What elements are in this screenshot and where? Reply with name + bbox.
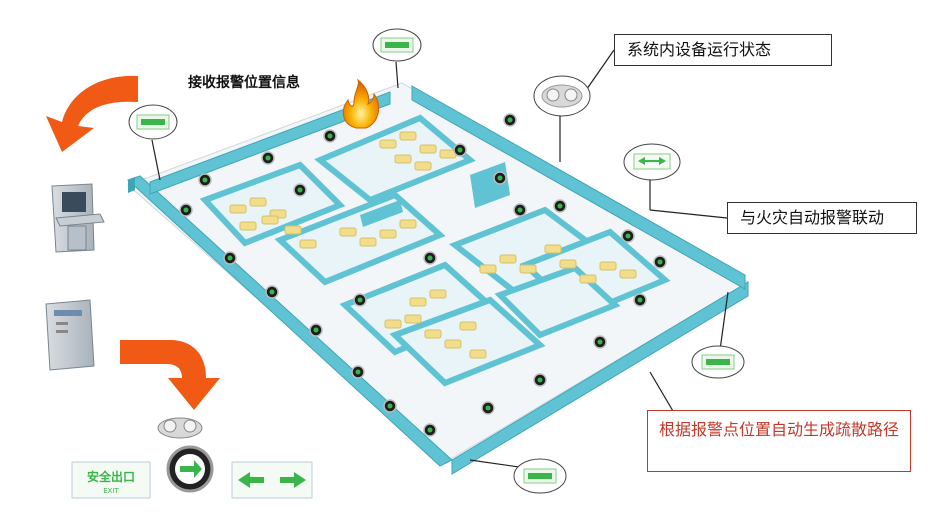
floor-indicator-dot [183,207,189,213]
floor-indicator-dot [387,403,393,409]
desk [239,221,257,231]
exit-sign-label: 安全出口 [87,469,135,484]
floor-indicator-dot [427,255,433,261]
floor-indicator-dot [269,289,275,295]
floor-indicator-dot [597,339,603,345]
wall-back-right [411,85,746,290]
computer-terminal-icon [51,183,105,253]
desk [379,139,397,149]
desk [499,254,517,264]
exit-sign-icon: 安全出口 EXIT [71,461,151,499]
desk [479,264,497,274]
desk [261,215,279,225]
floor-indicator-dot [327,133,333,139]
route-generation-label: 根据报警点位置自动生成疏散路径 [647,410,911,472]
arrow-top-left [46,75,138,152]
arrow-bottom-left [120,340,220,410]
system-status-label: 系统内设备运行状态 [614,34,832,66]
desk-group [229,131,637,359]
desk [229,204,247,214]
desk [284,225,302,235]
floor-indicator-dot [357,297,363,303]
floor-indicator-dot [517,207,523,213]
desk [424,329,442,339]
desk [444,339,462,349]
floor-indicator-dot [313,327,319,333]
desk [359,237,377,247]
desk [399,219,417,229]
callout-lamp [533,75,591,117]
desk [429,289,447,299]
wall-back-left [149,91,391,195]
floor-indicator-dot [537,377,543,383]
control-cabinet-icon [45,299,95,371]
room-left [199,161,346,247]
floor-indicator-dot [355,369,361,375]
partition-b [360,200,403,227]
desk [544,244,562,254]
desk [399,131,417,141]
floor-indicator-dot [265,155,271,161]
floor-indicator-dot [497,175,503,181]
round-exit-indicator-icon [166,445,214,493]
floor-indicator-dot [507,117,513,123]
callout-sign-bottom [513,458,567,494]
floor-indicator-dot [485,405,491,411]
direction-sign-icon [231,461,313,499]
desk [469,349,487,359]
desk [519,264,537,274]
floor-indicator-group [179,113,667,437]
fire-linkage-label: 与火灾自动报警联动 [727,202,917,234]
desk [404,314,422,324]
desk [249,197,267,207]
callout-sign-right [691,345,745,379]
floor-indicator-dot [427,427,433,433]
desk [619,269,637,279]
floor-indicator-dot [202,177,208,183]
desk [414,161,432,171]
emergency-lamp-icon [157,417,203,439]
desk [419,144,437,154]
callout-sign-left [128,104,178,140]
floor-indicator-dot [657,259,663,265]
floor-indicator-dot [625,233,631,239]
desk [559,259,577,269]
desk [339,227,357,237]
receive-alarm-label: 接收报警位置信息 [188,75,300,91]
fire-icon [342,78,380,129]
desk [394,154,412,164]
exit-sign-sublabel: EXIT [103,487,119,495]
desk [459,321,477,331]
wall-right [451,281,749,475]
callout-sign-top [372,28,422,62]
desk [409,297,427,307]
callout-arrow-sign [623,143,681,181]
desk [599,261,617,271]
desk [379,229,397,239]
floor-indicator-dot [637,297,643,303]
room-bottom [389,296,546,387]
floor-indicator-dot [227,255,233,261]
room-bottom-right [494,264,621,339]
desk [299,239,317,249]
desk [384,319,402,329]
floor-indicator-dot [557,203,563,209]
wall-left-top [128,177,135,193]
floor-indicator-dot [297,187,303,193]
floor-indicator-dot [457,147,463,153]
desk [579,274,597,284]
